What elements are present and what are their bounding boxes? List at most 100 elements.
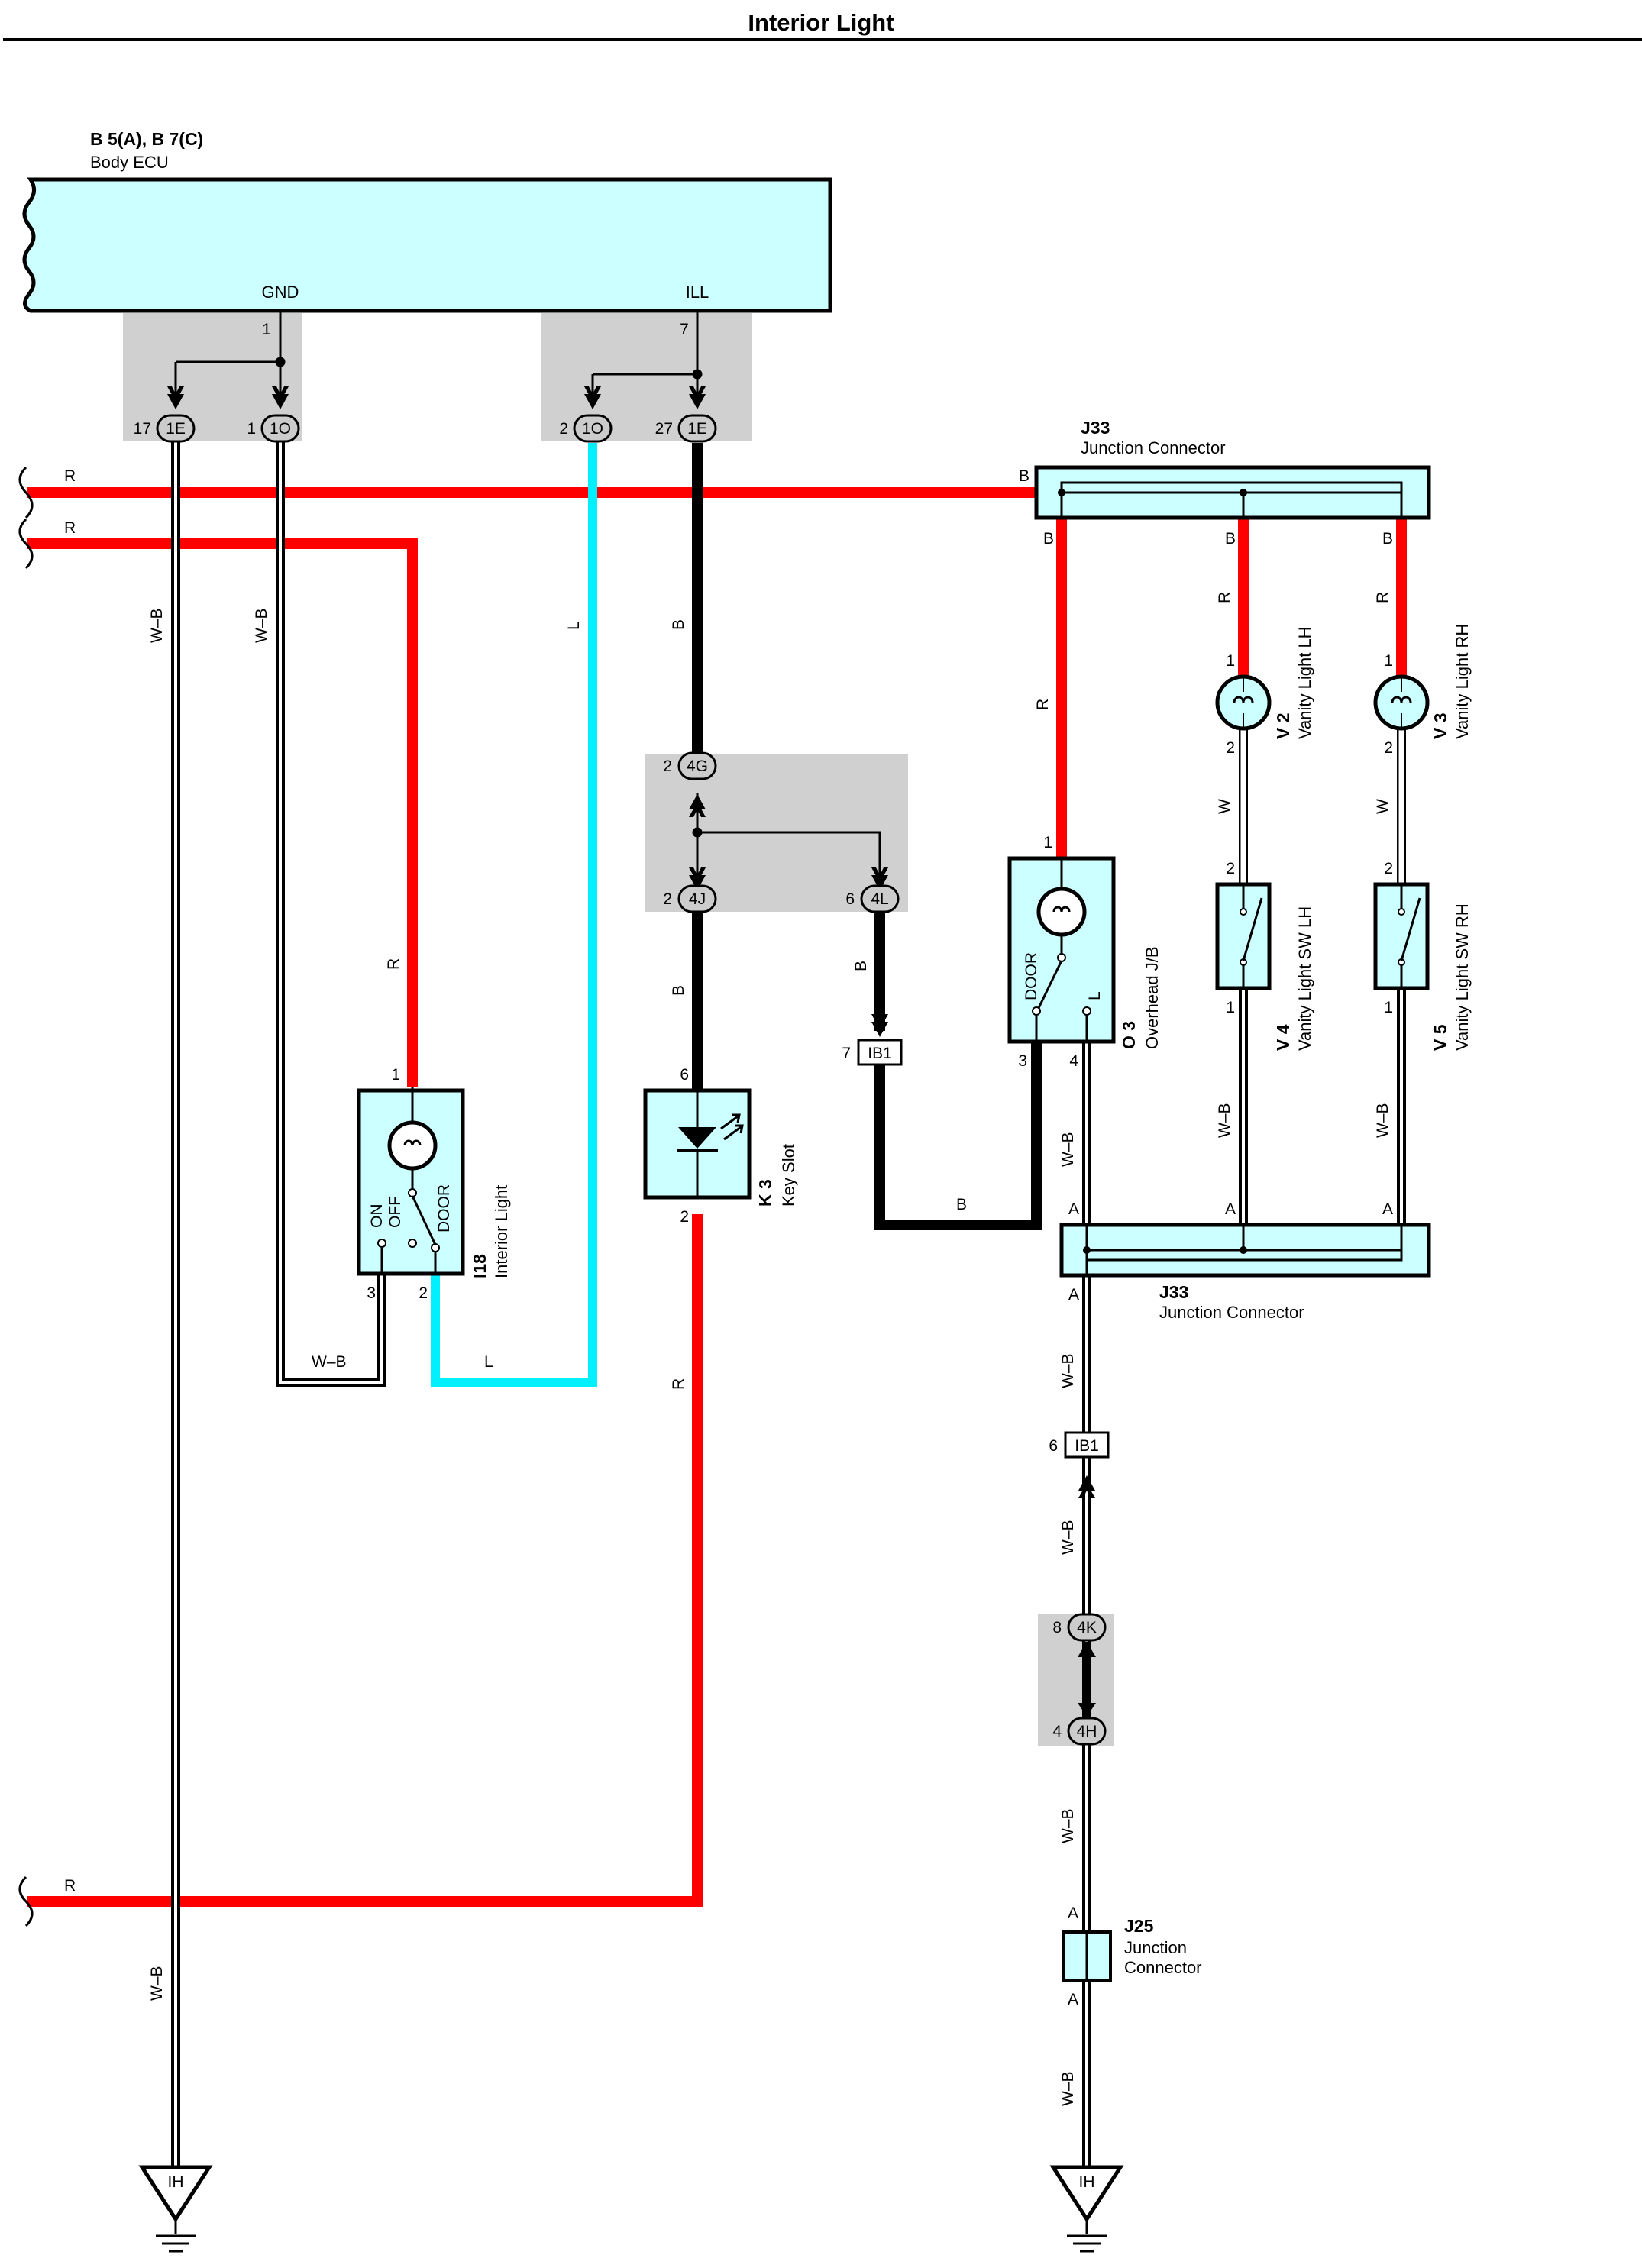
j33-top-pin-out1: B [1043,530,1054,548]
wire-l-blue [431,443,597,1387]
vanity-rh-pin-bottom: 2 [1384,739,1393,757]
vanity-switch-lh [1215,882,1272,990]
wire-label-b-4l: B [852,961,870,971]
j33-top-pin-in: B [1019,467,1029,485]
svg-text:27: 27 [655,420,673,438]
wire-wb-interior-light [276,441,386,1387]
wire-label-w-rh: W [1374,799,1391,814]
svg-text:1O: 1O [582,420,603,438]
connector-4l: 4L 6 [845,884,900,913]
j33-top-name: Junction Connector [1081,438,1226,457]
interior-light-off: OFF [386,1196,404,1228]
svg-text:1: 1 [247,420,256,438]
wire-label-r-overhead: R [1034,699,1052,710]
svg-text:1O: 1O [270,420,291,438]
ecu-gnd-pin: 1 [262,321,271,338]
overhead-jb-door: DOOR [1023,952,1040,1000]
svg-text:17: 17 [134,420,151,438]
interior-light-door: DOOR [435,1184,453,1233]
wire-label-l-horizontal: L [484,1353,493,1371]
svg-text:8: 8 [1052,1619,1062,1636]
overhead-jb-code: O 3 [1119,1021,1139,1049]
ecu-gnd-label: GND [262,283,299,302]
wire-label-wb-right-1: W–B [1059,1353,1077,1388]
wire-label-r-bottom: R [64,1877,76,1895]
vanity-lh-pin-top: 1 [1226,652,1235,670]
wire-label-l-vertical: L [565,621,583,630]
ecu-name: Body ECU [90,153,169,172]
j25-name-line1: Junction [1124,1938,1187,1957]
connector-4h: 4H 4 [1052,1717,1107,1746]
svg-text:7: 7 [842,1045,851,1062]
j33-bottom-pin-a2: A [1225,1200,1236,1218]
arrows-4k-4h [1078,1642,1096,1717]
vanity-sw-rh-pin-top: 2 [1384,860,1393,877]
svg-text:4K: 4K [1077,1619,1097,1636]
connector-1e-left: 1E 17 [134,414,196,443]
connector-ib1-upper: IB1 7 [842,1039,903,1066]
svg-text:2: 2 [559,420,568,438]
wire-label-r-second: R [64,519,76,537]
wire-label-wb-right-3: W–B [1059,1808,1077,1843]
vanity-switch-rh [1373,882,1430,990]
wire-label-wb-right-2: W–B [1059,1520,1077,1555]
body-ecu [22,177,832,313]
connector-4g: 4G 2 [663,751,717,780]
ground-left [138,2165,213,2253]
ground-right-label: IH [1079,2173,1095,2191]
svg-text:4H: 4H [1077,1723,1097,1740]
vanity-lh-name: Vanity Light LH [1295,626,1314,739]
overhead-jb-pin-b: 3 [1018,1052,1027,1070]
wire-label-r-key: R [670,1378,687,1390]
svg-text:IB1: IB1 [1075,1437,1099,1455]
wire-label-r-vanity-rh: R [1374,592,1391,603]
ecu-ill-connector-shade [541,313,752,441]
ecu-gnd-splice [174,312,286,405]
svg-text:4: 4 [1052,1723,1062,1740]
wire-label-r-top: R [64,467,76,485]
vanity-light-rh-bulb [1373,674,1430,731]
vanity-rh-code: V 3 [1430,712,1450,739]
ground-right [1049,2165,1124,2253]
wire-label-b-bottom: B [956,1196,967,1213]
vanity-sw-lh-name: Vanity Light SW LH [1295,906,1314,1051]
interior-light-pin-top: 1 [391,1066,400,1084]
svg-text:4G: 4G [687,758,708,775]
overhead-jb-component [1007,856,1116,1044]
key-slot-code: K 3 [755,1179,775,1207]
interior-light-component [357,1087,465,1276]
j33-bottom-pin-a1: A [1068,1200,1079,1218]
svg-text:1E: 1E [166,420,186,438]
wire-red-interior-light [27,538,418,1087]
ground-left-label: IH [168,2173,184,2191]
j33-top-junction-connector [1034,465,1431,520]
connector-1e-right: 1E 27 [655,414,717,443]
svg-text:2: 2 [663,758,672,775]
wire-red-key-slot [27,1214,703,1907]
svg-text:6: 6 [845,890,855,908]
vanity-sw-lh-pin-bottom: 1 [1226,999,1235,1016]
ecu-ill-splice [591,312,703,405]
j25-code: J25 [1124,1916,1154,1936]
interior-light-name: Interior Light [492,1185,511,1278]
key-slot-component [643,1088,752,1200]
ecu-code: B 5(A), B 7(C) [90,129,203,149]
interior-light-code: I18 [470,1254,490,1278]
key-slot-pin-bottom: 2 [680,1208,689,1226]
j25-pin-top: A [1068,1905,1078,1922]
vanity-lh-pin-bottom: 2 [1226,739,1235,757]
vanity-sw-rh-code: V 5 [1430,1024,1450,1051]
connector-1o-left: 1O 1 [247,414,300,443]
overhead-jb-l: L [1086,991,1104,1000]
overhead-jb-name: Overhead J/B [1143,946,1162,1049]
j33-top-pin-out3: B [1382,530,1393,548]
vanity-sw-rh-name: Vanity Light SW RH [1453,903,1472,1051]
wire-break-marks [18,466,34,1927]
overhead-jb-pin-top: 1 [1043,834,1052,851]
diagram-title: Interior Light [748,9,894,36]
connector-4k: 4K 8 [1052,1613,1107,1642]
j33-bottom-code: J33 [1159,1282,1188,1302]
svg-text:IB1: IB1 [868,1045,892,1062]
connector-ib1-lower: IB1 6 [1049,1431,1110,1459]
vanity-sw-rh-pin-bottom: 1 [1384,999,1393,1016]
